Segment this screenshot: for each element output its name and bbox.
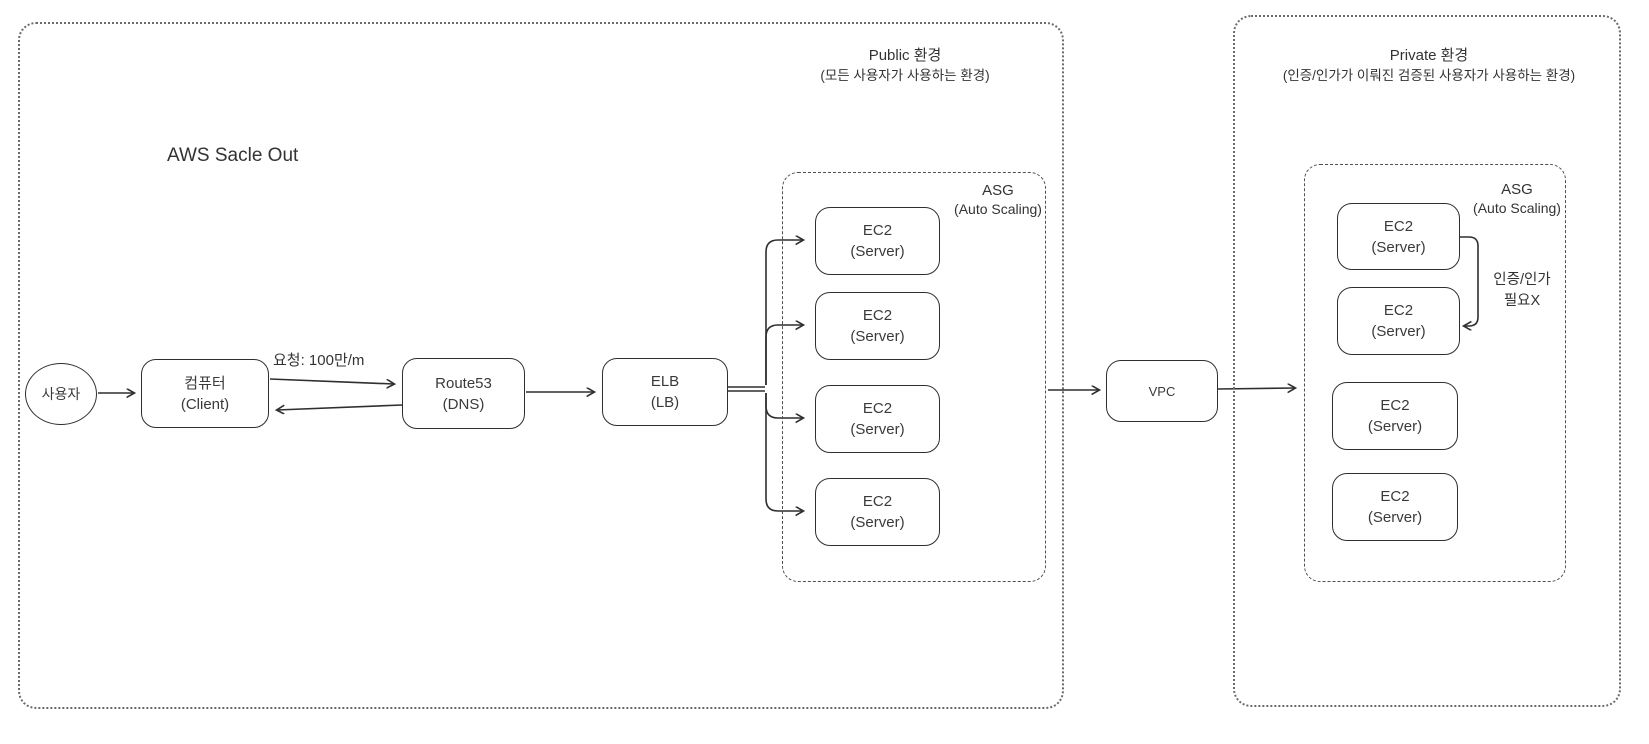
vpc-node: VPC [1106,360,1218,422]
public-ec2-node-1: EC2 (Server) [815,207,940,275]
private-asg-container [1304,164,1566,582]
private-asg-label-line1: ASG [1501,181,1533,198]
ec2-line2: (Server) [850,243,905,260]
public-header-line2: (모든 사용자가 사용하는 환경) [820,68,990,83]
arrow-elb-to-ec2-2 [765,325,803,385]
user-node: 사용자 [25,363,97,425]
ec2-line2: (Server) [850,421,905,438]
ec2-line2: (Server) [1367,509,1423,526]
ec2-line1: EC2 [1383,302,1414,319]
public-asg-container [782,172,1046,582]
auth-note-line1: 인증/인가 [1493,272,1551,288]
request-rate-label: 요청: 100만/m [273,352,365,369]
private-asg-label: ASG (Auto Scaling) [1447,180,1587,218]
auth-note-label: 인증/인가 필요X [1484,270,1560,312]
ec2-line2: (Server) [850,328,905,345]
ec2-line1: EC2 [862,493,893,510]
public-environment-header: Public 환경 (모든 사용자가 사용하는 환경) [740,46,1070,85]
elb-node-line2: (LB) [650,394,680,411]
public-asg-label: ASG (Auto Scaling) [928,181,1068,219]
private-header-line1: Private 환경 [1389,47,1469,64]
public-environment-container [18,22,1064,709]
user-node-label: 사용자 [41,386,81,402]
private-environment-header: Private 환경 (인증/인가가 이뤄진 검증된 사용자가 사용하는 환경) [1244,46,1614,85]
client-node-line1: 컴퓨터 [184,374,226,392]
ec2-line1: EC2 [1383,217,1414,235]
elb-node: ELB (LB) [602,358,728,426]
client-node: 컴퓨터 (Client) [141,359,269,428]
public-asg-label-line1: ASG [982,182,1014,199]
private-ec2-node-2: EC2 (Server) [1337,287,1460,355]
ec2-line1: EC2 [862,222,893,239]
vpc-node-label: VPC [1148,383,1176,399]
route53-node-line1: Route53 [435,374,492,392]
diagram-title: AWS Sacle Out [167,145,299,166]
ec2-line2: (Server) [1371,238,1426,256]
route53-node: Route53 (DNS) [402,358,525,429]
ec2-line2: (Server) [850,514,905,531]
client-node-line2: (Client) [180,395,230,413]
private-environment-container [1233,15,1621,707]
private-header-line2: (인증/인가가 이뤄진 검증된 사용자가 사용하는 환경) [1282,68,1576,83]
public-ec2-node-2: EC2 (Server) [815,292,940,360]
arrow-elb-to-ec2-1 [765,240,803,385]
public-asg-label-line2: (Auto Scaling) [954,201,1042,217]
elb-node-line1: ELB [650,373,680,390]
ec2-line1: EC2 [862,307,893,324]
private-ec2-node-1: EC2 (Server) [1337,203,1460,270]
auth-note-line2: 필요X [1503,293,1541,309]
private-asg-label-line2: (Auto Scaling) [1473,200,1561,216]
ec2-line1: EC2 [1380,397,1410,414]
route53-node-line2: (DNS) [442,395,485,413]
ec2-line1: EC2 [862,400,893,417]
private-ec2-node-3: EC2 (Server) [1332,382,1458,450]
ec2-line2: (Server) [1367,418,1423,435]
private-ec2-node-4: EC2 (Server) [1332,473,1458,541]
public-ec2-node-3: EC2 (Server) [815,385,940,453]
public-header-line1: Public 환경 [868,47,942,64]
ec2-line1: EC2 [1380,488,1410,505]
ec2-line2: (Server) [1371,323,1426,340]
arrow-vpc-to-private [1217,388,1295,389]
arrow-ec2-to-ec2-no-auth [1459,236,1479,326]
public-ec2-node-4: EC2 (Server) [815,478,940,546]
arrow-client-to-route53 [269,378,394,384]
arrow-elb-to-ec2-4 [765,393,803,511]
arrow-route53-to-client [277,404,403,410]
